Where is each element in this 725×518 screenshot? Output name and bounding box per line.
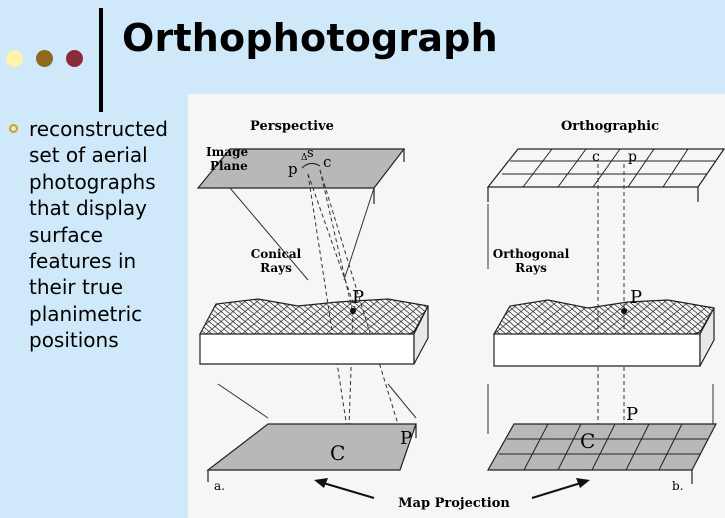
orthogonal-label-2: Rays — [515, 261, 547, 275]
image-plane-label-2: Plane — [210, 159, 248, 173]
orthogonal-rays — [487, 164, 714, 446]
title-divider — [99, 8, 103, 112]
orthogonal-label-1: Orthogonal — [493, 247, 570, 261]
map-projection-arrow-right — [531, 478, 590, 499]
slide-title: Orthophotograph — [122, 16, 498, 60]
image-plane-label-1: Image — [206, 145, 248, 159]
map-plane-right — [486, 423, 717, 484]
terrain-left — [199, 298, 429, 365]
terrain-right — [493, 299, 715, 367]
decor-dot-brown — [36, 50, 53, 67]
point-C-left: C — [330, 441, 345, 465]
point-P-right: P — [630, 287, 642, 308]
point-p-small-right: p — [628, 149, 637, 165]
image-plane-right — [486, 148, 725, 202]
orthophoto-diagram: Perspective Orthographic Image Plane p Δ… — [188, 94, 725, 518]
point-delta: Δ — [301, 153, 308, 163]
map-plane-left — [206, 423, 417, 482]
map-projection-label: Map Projection — [398, 496, 510, 511]
point-p-small: p — [288, 160, 298, 178]
heading-perspective: Perspective — [250, 119, 334, 134]
bullet-text: reconstructed set of aerial photographs … — [29, 117, 168, 353]
point-P-map-left: P — [400, 428, 412, 449]
conical-label-2: Rays — [260, 261, 292, 275]
heading-orthographic: Orthographic — [561, 119, 659, 134]
point-C-right: C — [580, 429, 595, 453]
panel-label-a: a. — [214, 479, 225, 493]
map-projection-arrow-left — [314, 478, 375, 499]
point-P-map-right: P — [626, 404, 638, 425]
point-c-small-left: c — [323, 153, 331, 171]
conical-label-1: Conical — [251, 247, 302, 261]
panel-label-b: b. — [672, 479, 684, 493]
diagram-svg: Perspective Orthographic Image Plane p Δ… — [196, 119, 725, 511]
decor-dot-maroon — [66, 50, 83, 67]
bullet-icon — [9, 124, 18, 133]
point-c-small-right: c — [592, 149, 600, 165]
point-s: s — [307, 146, 314, 161]
ps-arrow — [301, 162, 321, 169]
point-P-left: P — [352, 287, 364, 308]
decor-dot-yellow — [6, 50, 23, 67]
